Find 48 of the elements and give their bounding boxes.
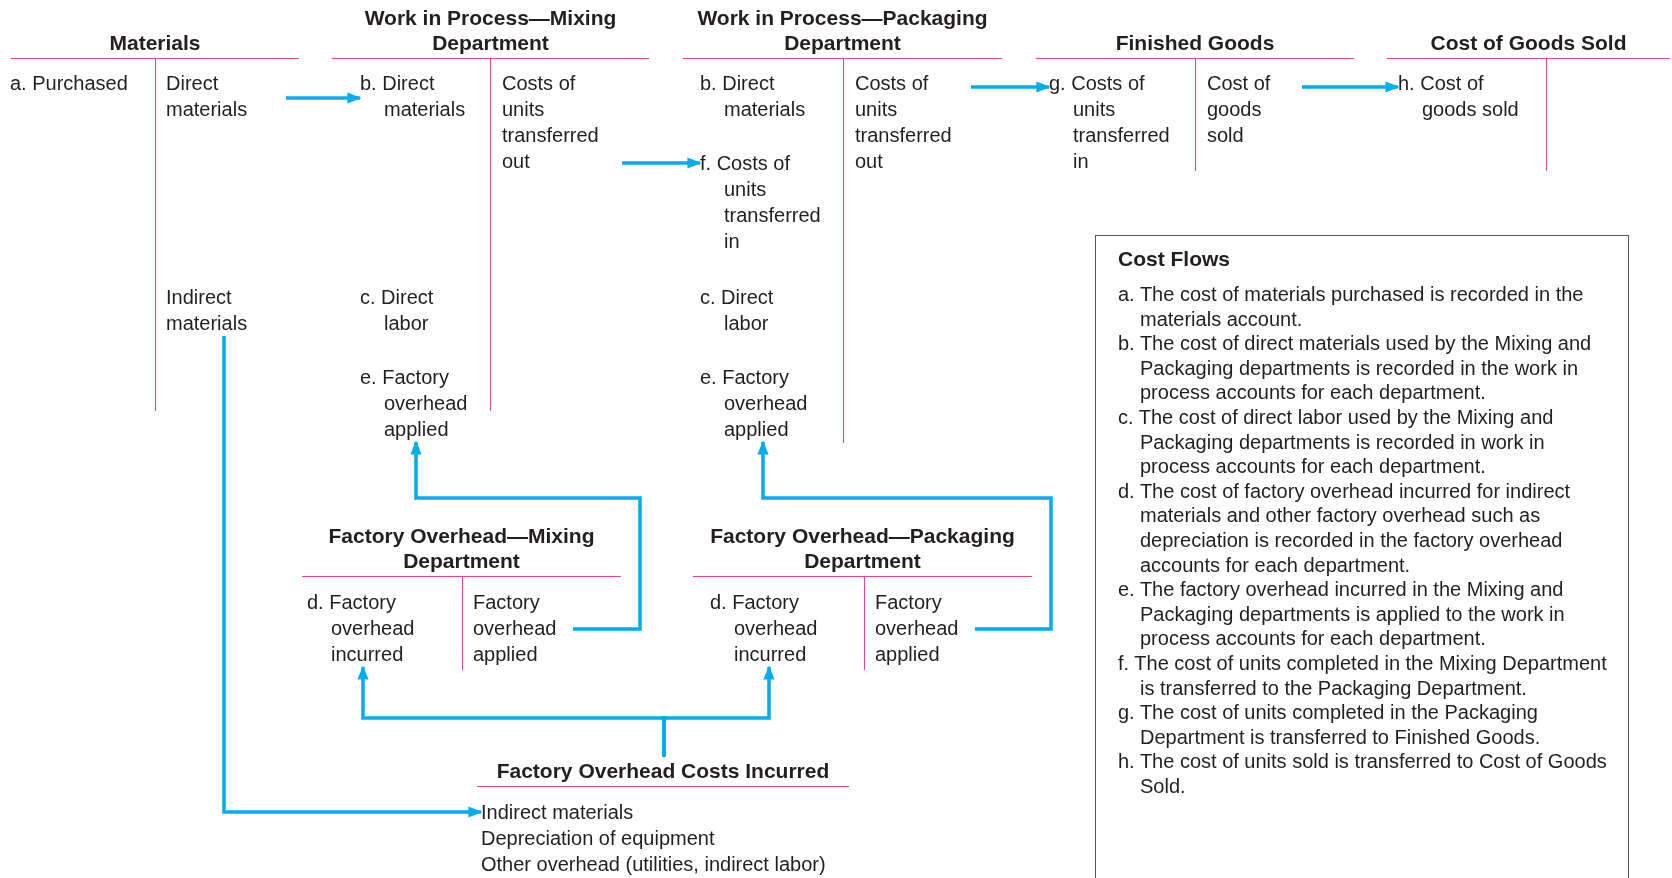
account-entry: Indirect materials xyxy=(481,799,845,825)
flow-arrow xyxy=(662,665,775,757)
account-entry: Factory overhead applied xyxy=(875,589,975,667)
account-entry: b. Direct materials xyxy=(360,70,485,122)
account-entry: Depreciation of equipment xyxy=(481,825,845,851)
account-entry: g. Costs of units transferred in xyxy=(1049,70,1189,174)
account-title: Cost of Goods Sold xyxy=(1387,3,1670,59)
account-entry: e. Factory overhead applied xyxy=(360,364,485,442)
note-item: c. The cost of direct labor used by the Mixing and Packaging departments is recorded in work in process accounts for each department. xyxy=(1118,404,1555,479)
account-title: Factory Overhead Costs Incurred xyxy=(477,757,849,787)
account-title: Work in Process—Packaging Department xyxy=(683,3,1002,59)
account-entry: b. Direct materials xyxy=(700,70,838,122)
flow-arrow xyxy=(222,336,483,818)
account-entry: f. Costs of units transferred in xyxy=(700,150,828,254)
note-item: d. The cost of factory overhead incurred for indirect materials and other factory overhead such as depreciation is recorded in the factory overhead accounts for each department. xyxy=(1118,478,1572,578)
flow-arrow xyxy=(410,440,642,631)
account-entry: Cost of goods sold xyxy=(1207,70,1302,148)
flow-arrow xyxy=(971,81,1051,93)
note-item: a. The cost of materials purchased is recorded in the materials account. xyxy=(1118,282,1585,332)
account-entry: Costs of units transferred out xyxy=(855,70,971,174)
account-entry: Indirect materials xyxy=(166,284,286,336)
notes-box xyxy=(1095,235,1629,878)
account-entry: d. Factory overhead incurred xyxy=(710,589,860,667)
note-item: e. The factory overhead incurred in the Mixing and Packaging departments is applied to the work in process accounts for each department. xyxy=(1118,577,1566,651)
account-entry: Other overhead (utilities, indirect labor) xyxy=(481,851,845,877)
flow-arrow xyxy=(757,440,1053,631)
flow-arrow xyxy=(1302,81,1400,93)
flow-arrow xyxy=(622,157,702,169)
account-title: Factory Overhead—Mixing Department xyxy=(302,521,621,577)
notes-title: Cost Flows xyxy=(1118,246,1231,272)
account-entry: Factory overhead applied xyxy=(473,589,573,667)
account-entry: h. Cost of goods sold xyxy=(1398,70,1543,122)
account-entry: Direct materials xyxy=(166,70,286,122)
account-title: Materials xyxy=(11,3,299,59)
account-entry: Costs of units transferred out xyxy=(502,70,622,174)
account-title: Finished Goods xyxy=(1036,3,1354,59)
account-title: Factory Overhead—Packaging Department xyxy=(693,521,1032,577)
flow-arrow xyxy=(286,92,362,104)
note-item: g. The cost of units completed in the Packaging Department is transferred to Finished Goods. xyxy=(1118,700,1542,750)
account-entry: c. Direct labor xyxy=(360,284,460,336)
account-entry: d. Factory overhead incurred xyxy=(307,589,457,667)
note-item: f. The cost of units completed in the Mixing Department is transferred to the Packaging Department. xyxy=(1118,650,1608,701)
note-item: h. The cost of units sold is transferred to Cost of Goods Sold. xyxy=(1118,749,1608,799)
account-entry: a. Purchased xyxy=(10,70,148,96)
account-entry: e. Factory overhead applied xyxy=(700,364,838,442)
account-entry: c. Direct labor xyxy=(700,284,800,336)
note-item: b. The cost of direct materials used by the Mixing and Packaging departments is recorded in the work in process accounts for each department. xyxy=(1118,331,1593,405)
account-title: Work in Process—Mixing Department xyxy=(332,3,649,59)
